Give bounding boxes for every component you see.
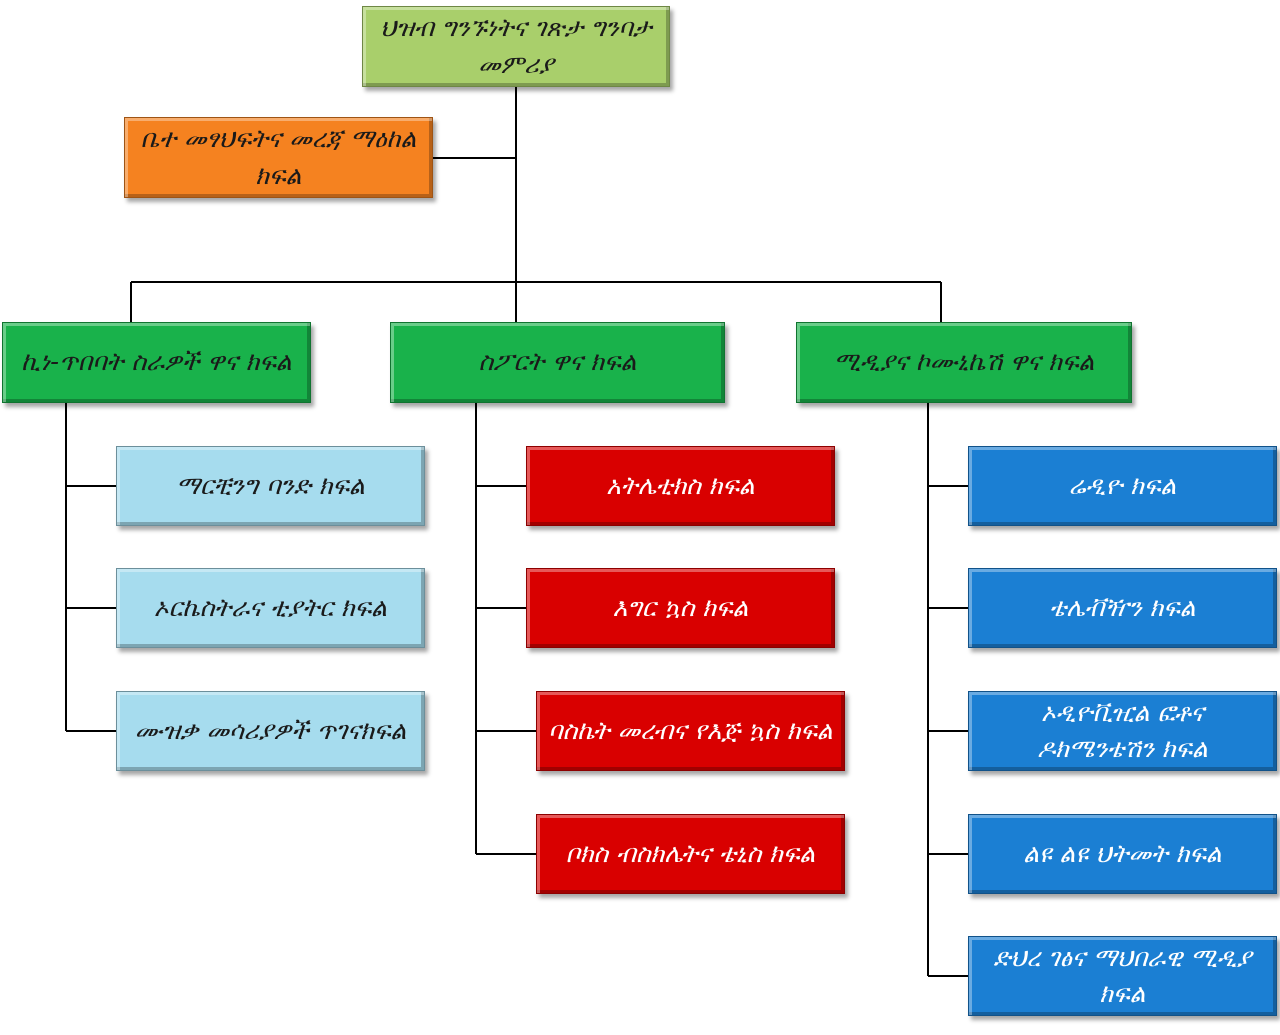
sports-unit-node: እግር ኳስ ክፍል [526, 568, 835, 648]
unit-label: ሬዲዮ ክፍል [1068, 470, 1177, 500]
staff-node-label: ቤተ መፃህፍትና መረጃ ማዕከል ክፍል [140, 124, 417, 190]
media-unit-node: ድህረ ገፅና ማህበራዊ ሚዲያ ክፍል [968, 936, 1277, 1016]
department-node-sports: ስፖርት ዋና ክፍል [390, 322, 725, 403]
sports-unit-node: ቦክስ ብስክሌትና ቴኒስ ክፍል [536, 814, 845, 894]
unit-label: ኦዲዮቪዢል ፎቶና ዶክሜንቴሽን ክፍል [1037, 697, 1208, 763]
department-label: ኪነ-ጥበባት ስራዎች ዋና ክፍል [21, 347, 292, 377]
unit-label: ማርቺንግ ባንድ ክፍል [176, 470, 365, 500]
unit-label: ቴሌቭዥን ክፍል [1049, 592, 1196, 622]
staff-node: ቤተ መፃህፍትና መረጃ ማዕከል ክፍል [124, 117, 433, 198]
unit-label: ባስኬት መረብና የእጅ ኳስ ክፍል [548, 715, 833, 745]
media-unit-node: ልዩ ልዩ ህትመት ክፍል [968, 814, 1277, 894]
media-unit-node: ኦዲዮቪዢል ፎቶና ዶክሜንቴሽን ክፍል [968, 691, 1277, 771]
media-unit-node: ቴሌቭዥን ክፍል [968, 568, 1277, 648]
arts-unit-node: ማርቺንግ ባንድ ክፍል [116, 446, 425, 526]
unit-label: ቦክስ ብስክሌትና ቴኒስ ክፍል [565, 838, 816, 868]
unit-label: ድህረ ገፅና ማህበራዊ ሚዲያ ክፍል [993, 942, 1252, 1008]
sports-unit-node: ባስኬት መረብና የእጅ ኳስ ክፍል [536, 691, 845, 771]
department-label: ስፖርት ዋና ክፍል [478, 347, 637, 377]
department-node-media: ሚዲያና ኮሙኒኬሽ ዋና ክፍል [796, 322, 1132, 403]
root-node: ህዝብ ግንኙነትና ገጽታ ግንባታ መምሪያ [362, 6, 670, 87]
department-node-arts: ኪነ-ጥበባት ስራዎች ዋና ክፍል [2, 322, 311, 403]
root-node-label: ህዝብ ግንኙነትና ገጽታ ግንባታ መምሪያ [380, 13, 652, 79]
unit-label: ሙዝቃ መሳሪያዎች ጥገናክፍል [134, 715, 407, 745]
media-unit-node: ሬዲዮ ክፍል [968, 446, 1277, 526]
unit-label: እግር ኳስ ክፍል [612, 592, 749, 622]
arts-unit-node: ኦርኬስትራና ቲያትር ክፍል [116, 568, 425, 648]
department-label: ሚዲያና ኮሙኒኬሽ ዋና ክፍል [833, 347, 1095, 377]
unit-label: አትሌቲክስ ክፍል [606, 470, 755, 500]
unit-label: ኦርኬስትራና ቲያትር ክፍል [154, 592, 387, 622]
arts-unit-node: ሙዝቃ መሳሪያዎች ጥገናክፍል [116, 691, 425, 771]
unit-label: ልዩ ልዩ ህትመት ክፍል [1023, 838, 1222, 868]
sports-unit-node: አትሌቲክስ ክፍል [526, 446, 835, 526]
